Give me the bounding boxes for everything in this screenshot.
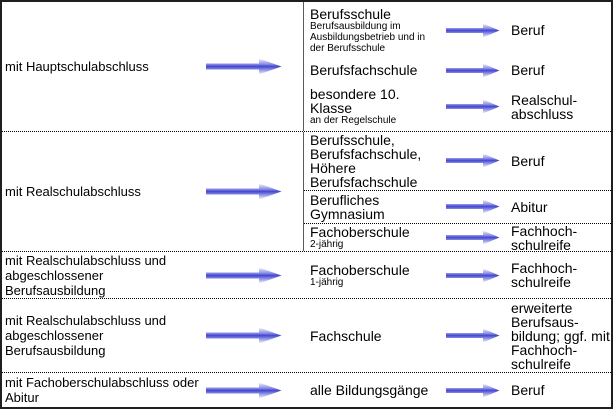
prerequisite-cell: mit Realschulabschluss xyxy=(2,132,304,251)
qualification-label: Beruf xyxy=(511,152,545,169)
prerequisite-cell: mit Realschulabschluss und abgeschlossen… xyxy=(2,252,304,298)
institution-note: 1-jährig xyxy=(310,276,344,288)
qualification-label: Beruf xyxy=(511,62,545,78)
table-row: alle Bildungsgänge Beruf xyxy=(304,373,611,407)
institution-label: Berufsschule, Berufsfachschule, Höhere B… xyxy=(304,133,442,189)
prerequisite-label: mit Realschulabschluss und abgeschlossen… xyxy=(5,313,167,358)
institution-name: Berufliches Gymnasium xyxy=(310,191,385,222)
institution-note: Berufsausbildung im Ausbildungsbetrieb u… xyxy=(310,20,426,54)
institution-name: alle Bildungsgänge xyxy=(310,382,429,398)
institution-name: Berufsschule xyxy=(310,5,391,22)
pathway-options: Berufsschule, Berufsfachschule, Höhere B… xyxy=(304,132,611,253)
arrow-right-icon xyxy=(206,183,282,200)
arrow-right-icon xyxy=(446,199,500,214)
prerequisite-cell: mit Fachoberschulabschluss oder Abitur xyxy=(2,373,304,407)
table-row: Berufliches Gymnasium Abitur xyxy=(304,189,611,224)
arrow-right-icon xyxy=(446,268,500,282)
qualification-label: erweiterte Berufsaus-bildung; ggf. mit F… xyxy=(511,299,610,372)
pathway-band-realschule-berufsausbildung-2: mit Realschulabschluss und abgeschlossen… xyxy=(2,298,611,372)
qualification-label: Beruf xyxy=(511,22,545,38)
qualification-label: Beruf xyxy=(511,382,545,398)
institution-name: Fachoberschule xyxy=(310,261,410,278)
qualification-label: Realschul-abschluss xyxy=(511,91,578,122)
pathway-band-realschulabschluss: mit Realschulabschluss Berufsschule, Ber… xyxy=(2,131,611,253)
table-row: Berufsschule, Berufsfachschule, Höhere B… xyxy=(304,132,611,190)
arrow-right-icon xyxy=(446,230,500,245)
prerequisite-cell: mit Hauptschulabschluss xyxy=(2,2,304,131)
arrow-right-icon xyxy=(206,327,282,344)
pathway-band-realschule-berufsausbildung-1: mit Realschulabschluss und abgeschlossen… xyxy=(2,251,611,298)
prerequisite-label: mit Hauptschulabschluss xyxy=(5,59,149,74)
institution-name: Berufsfachschule xyxy=(310,62,418,78)
prerequisite-label: mit Fachoberschulabschluss oder Abitur xyxy=(5,375,199,405)
arrow-right-icon xyxy=(446,383,500,397)
institution-label: Fachschule xyxy=(304,329,442,343)
arrow-right-icon xyxy=(206,382,282,398)
qualification-label: Abitur xyxy=(511,198,548,215)
pathway-band-fachoberschulabschluss-abitur: mit Fachoberschulabschluss oder Abitur a… xyxy=(2,372,611,407)
institution-note: an der Regelschule xyxy=(310,115,397,126)
institution-name: Berufsschule, Berufsfachschule, Höhere B… xyxy=(310,131,422,190)
arrow-right-icon xyxy=(446,153,500,168)
qualification-label: Fachhoch-schulreife xyxy=(511,222,578,253)
arrow-right-icon xyxy=(446,99,500,114)
table-row: Berufsfachschule Beruf xyxy=(304,58,611,82)
prerequisite-label: mit Realschulabschluss xyxy=(5,184,141,199)
arrow-right-icon xyxy=(446,328,500,343)
pathway-options: alle Bildungsgänge Beruf xyxy=(304,373,611,407)
prerequisite-label: mit Realschulabschluss und abgeschlossen… xyxy=(5,252,167,298)
institution-name: Fachoberschule xyxy=(310,224,410,241)
institution-label: Berufsfachschule xyxy=(304,63,442,77)
institution-name: Fachschule xyxy=(310,327,382,344)
arrow-right-icon xyxy=(206,58,282,75)
institution-note: 2-jährig xyxy=(310,239,344,251)
prerequisite-cell: mit Realschulabschluss und abgeschlossen… xyxy=(2,299,304,372)
arrow-right-icon xyxy=(446,63,500,77)
arrow-right-icon xyxy=(446,23,500,37)
table-row: Fachschule erweiterte Berufsaus-bildung;… xyxy=(304,299,611,372)
institution-label: alle Bildungsgänge xyxy=(304,383,442,397)
institution-label: Berufliches Gymnasium xyxy=(304,193,442,221)
pathway-options: Fachschule erweiterte Berufsaus-bildung;… xyxy=(304,299,611,372)
arrow-right-icon xyxy=(206,267,282,283)
qualification-label: Fachhoch-schulreife xyxy=(511,260,578,290)
institution-name: besondere 10. Klasse xyxy=(310,86,400,116)
